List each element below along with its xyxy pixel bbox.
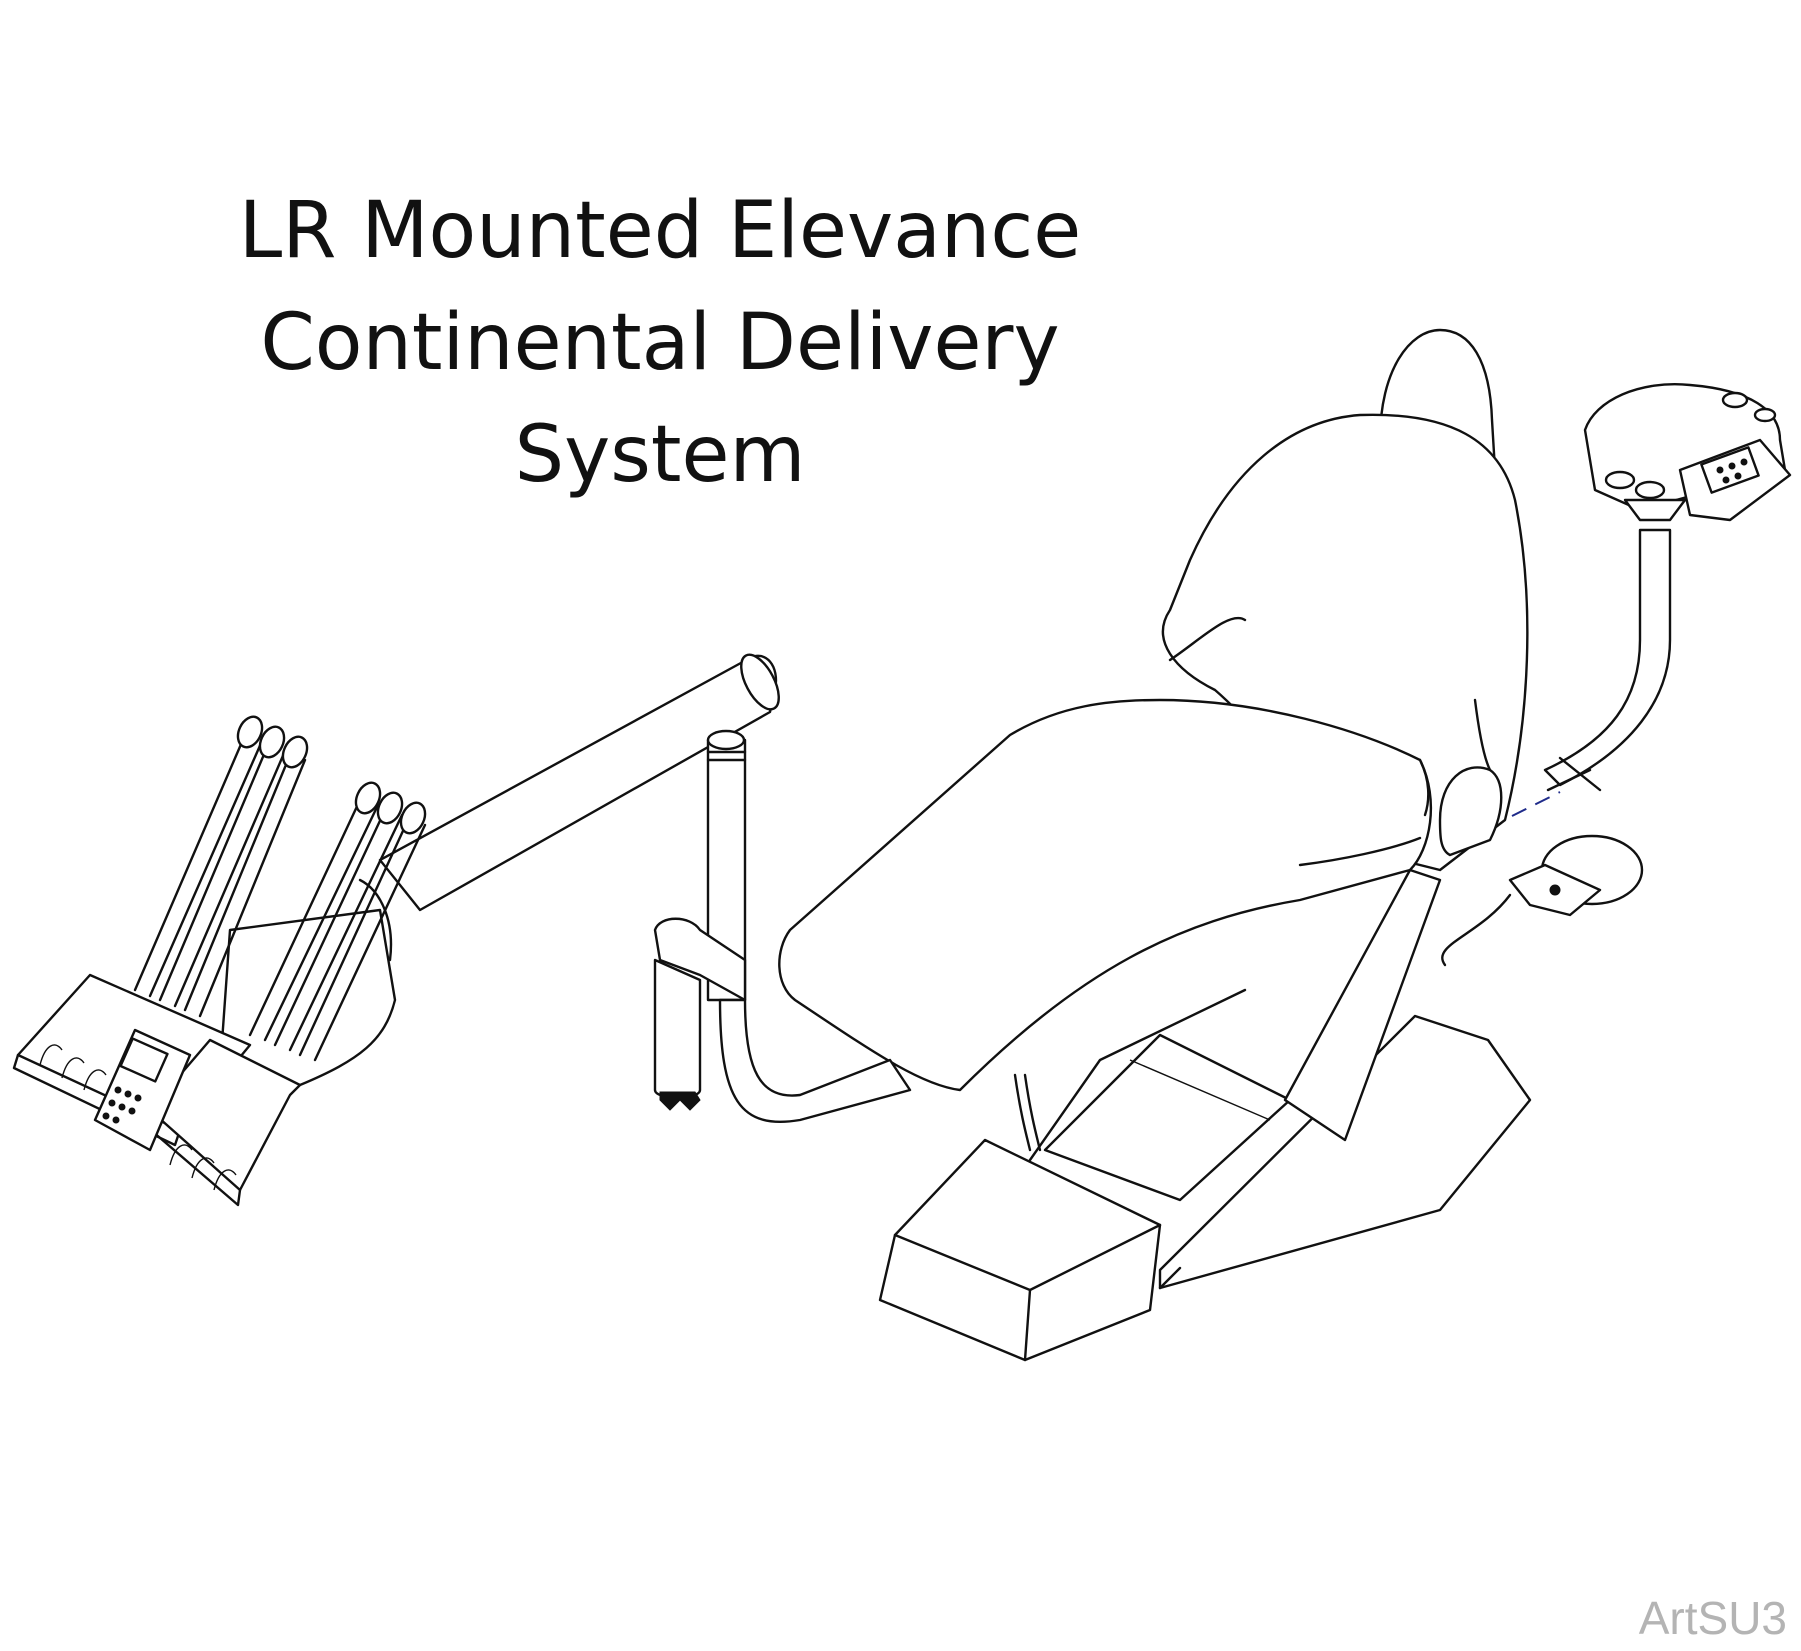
chair-base — [1160, 1016, 1530, 1288]
chair-footrest — [880, 1140, 1160, 1360]
title-line-2: Continental Delivery — [260, 298, 1060, 388]
chair-seat — [779, 700, 1431, 1090]
delivery-head — [14, 880, 395, 1205]
art-id-label: ArtSU3 — [1638, 1592, 1787, 1644]
chair-armrest — [1440, 700, 1501, 855]
assistant-head — [1585, 384, 1790, 520]
foot-control — [1442, 836, 1642, 965]
title-line-3: System — [514, 410, 806, 500]
mount-post — [708, 731, 910, 1122]
chair-backrest — [1163, 415, 1527, 870]
instrument-whips-right — [250, 779, 430, 1060]
keypad-buttons — [103, 1087, 141, 1123]
holder-bracket — [655, 919, 745, 1110]
delivery-arm — [380, 649, 786, 910]
chair-lift — [1030, 870, 1440, 1200]
assistant-arm — [1512, 530, 1670, 816]
diagram-title: LR Mounted Elevance Continental Delivery… — [160, 175, 1160, 511]
connection-hose — [1015, 1075, 1040, 1150]
instrument-whips-left — [135, 713, 312, 1016]
title-line-1: LR Mounted Elevance — [238, 186, 1082, 276]
